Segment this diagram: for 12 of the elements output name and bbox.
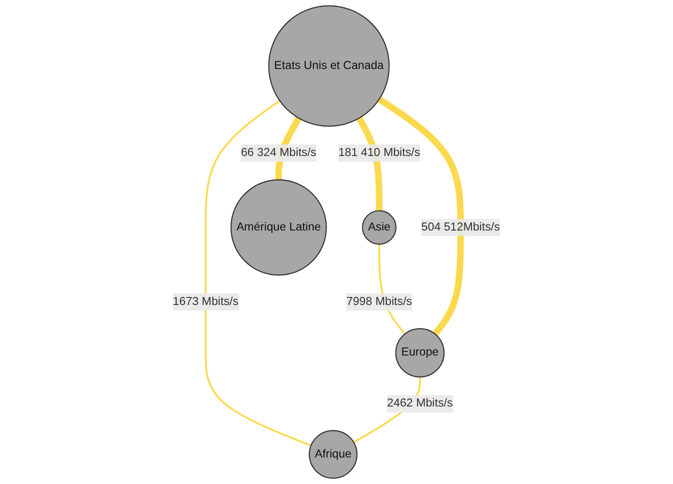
edge-label: 7998 Mbits/s: [346, 295, 412, 308]
edge-label: 2462 Mbits/s: [387, 397, 453, 410]
node-circle: Afrique: [308, 430, 358, 479]
edge-label: 66 324 Mbits/s: [241, 146, 316, 159]
node-circle: Amérique Latine: [230, 179, 327, 276]
node-circle: Etats Unis et Canada: [268, 5, 390, 127]
node-circle: Asie: [362, 210, 397, 245]
connector: [204, 100, 312, 446]
edge-label: 181 410 Mbits/s: [338, 146, 420, 159]
node-circle: Europe: [395, 328, 445, 378]
edge-label: 1673 Mbits/s: [172, 295, 239, 308]
edge-label: 504 512Mbits/s: [421, 220, 500, 234]
